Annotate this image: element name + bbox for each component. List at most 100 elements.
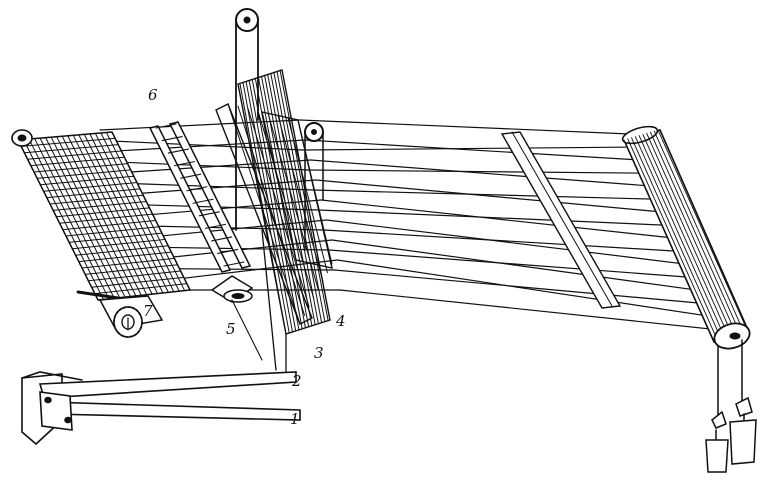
- stroke: [39, 137, 121, 299]
- stroke: [71, 238, 166, 250]
- stroke: [339, 289, 721, 331]
- stroke: [192, 198, 214, 204]
- stroke: [111, 131, 191, 291]
- stroke: [94, 283, 188, 295]
- stroke: [55, 207, 150, 218]
- stroke: [168, 268, 336, 271]
- stroke: [83, 133, 164, 294]
- stroke: [167, 148, 189, 154]
- treadles: [21, 371, 301, 446]
- stroke: [302, 146, 637, 151]
- stroke: [56, 136, 137, 297]
- stroke: [28, 138, 110, 300]
- stroke: [131, 179, 317, 195]
- label-2: 2: [292, 372, 302, 390]
- stroke: [328, 249, 697, 279]
- stroke: [105, 131, 186, 292]
- stroke: [81, 257, 175, 269]
- stroke: [227, 103, 301, 325]
- stroke: [33, 163, 129, 173]
- warp-beam: [621, 125, 751, 350]
- stroke: [68, 232, 163, 243]
- stroke: [653, 130, 745, 334]
- stroke: [46, 188, 141, 199]
- stroke: [320, 199, 679, 240]
- stroke: [251, 79, 300, 331]
- stroke: [257, 77, 306, 329]
- stroke: [49, 194, 144, 205]
- stroke: [336, 259, 715, 318]
- stroke: [304, 139, 643, 161]
- stroke: [297, 119, 333, 265]
- stroke: [331, 239, 703, 292]
- stroke: [326, 219, 691, 266]
- stroke: [43, 182, 138, 192]
- stroke: [649, 131, 741, 335]
- stroke: [264, 74, 313, 326]
- stroke: [65, 226, 160, 237]
- stroke: [78, 251, 172, 263]
- stroke: [627, 138, 719, 342]
- stroke: [94, 132, 175, 293]
- stroke: [36, 169, 132, 179]
- shuttle: [210, 275, 254, 303]
- stroke: [17, 139, 99, 301]
- stroke: [646, 132, 738, 336]
- reed-frame: [148, 121, 252, 273]
- stroke: [152, 219, 328, 238]
- stroke: [72, 134, 153, 295]
- stroke: [186, 186, 208, 192]
- stroke: [277, 114, 324, 282]
- stroke: [27, 150, 122, 160]
- stroke: [634, 136, 726, 340]
- stroke: [61, 135, 142, 296]
- stroke: [307, 169, 649, 174]
- cloth-beam: [11, 129, 192, 301]
- stroke: [257, 110, 315, 299]
- label-1: 1: [290, 410, 300, 428]
- stroke: [323, 229, 685, 253]
- stroke: [75, 245, 169, 256]
- stroke: [276, 70, 326, 322]
- stroke: [642, 133, 734, 337]
- stroke: [87, 270, 182, 282]
- stroke: [163, 239, 333, 259]
- stroke: [52, 201, 147, 211]
- label-6: 6: [148, 86, 158, 104]
- stroke: [657, 129, 749, 333]
- stroke: [155, 123, 177, 129]
- stroke: [173, 161, 196, 167]
- stroke: [267, 73, 316, 325]
- stroke: [223, 261, 245, 267]
- stroke: [84, 264, 179, 275]
- stroke: [267, 112, 319, 291]
- stroke: [312, 189, 661, 200]
- stroke: [315, 179, 667, 213]
- stroke: [50, 136, 131, 297]
- stroke: [45, 137, 126, 298]
- stroke: [180, 173, 202, 179]
- stroke: [20, 137, 116, 147]
- stroke: [237, 105, 306, 316]
- ratchet-wheel: [76, 290, 164, 338]
- stroke: [34, 138, 115, 299]
- stroke: [270, 72, 319, 324]
- stroke: [67, 135, 148, 296]
- heddle-frames: [215, 69, 333, 335]
- stroke: [623, 139, 715, 343]
- stroke: [23, 139, 104, 300]
- label-4: 4: [336, 312, 346, 330]
- stroke: [242, 82, 290, 334]
- stroke: [247, 108, 310, 308]
- stroke: [39, 175, 135, 186]
- stroke: [62, 219, 157, 231]
- lease-rods: [500, 131, 622, 309]
- stroke: [631, 137, 723, 341]
- stroke: [91, 276, 185, 288]
- stroke: [248, 80, 297, 332]
- stroke: [78, 134, 159, 295]
- stroke: [279, 69, 329, 321]
- stroke: [110, 139, 306, 152]
